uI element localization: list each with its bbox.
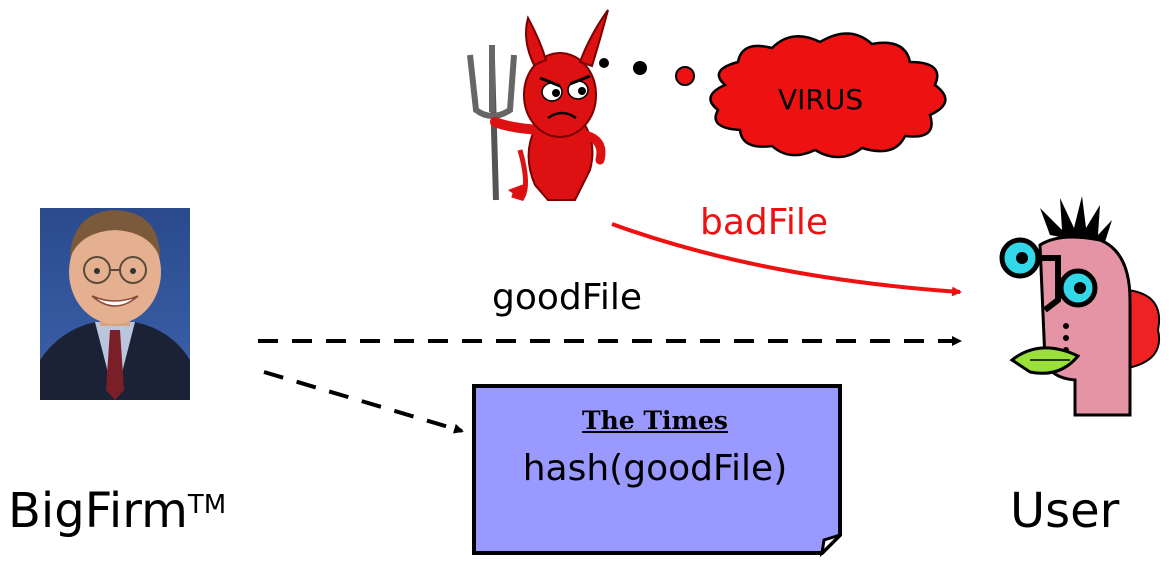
devil-icon bbox=[467, 9, 609, 201]
user-face-icon bbox=[999, 196, 1161, 417]
virus-label: VIRUS bbox=[778, 83, 864, 116]
bigfirm-name: BigFirm bbox=[8, 483, 188, 539]
bigfirm-portrait bbox=[40, 208, 190, 400]
user-label: User bbox=[1010, 483, 1120, 539]
thought-dots bbox=[599, 58, 695, 86]
hash-label: hash(goodFile) bbox=[522, 448, 788, 489]
hash-publish-arrow bbox=[263, 370, 464, 434]
newspaper-dog-ear bbox=[819, 533, 842, 558]
virus-cloud bbox=[709, 32, 947, 159]
bigfirm-label: BigFirmTM bbox=[8, 487, 226, 535]
trademark-mark: TM bbox=[187, 490, 227, 520]
goodfile-label: goodFile bbox=[492, 277, 642, 318]
newspaper-title: The Times bbox=[582, 406, 728, 435]
badfile-arrow bbox=[611, 222, 962, 297]
badfile-label: badFile bbox=[700, 202, 829, 243]
